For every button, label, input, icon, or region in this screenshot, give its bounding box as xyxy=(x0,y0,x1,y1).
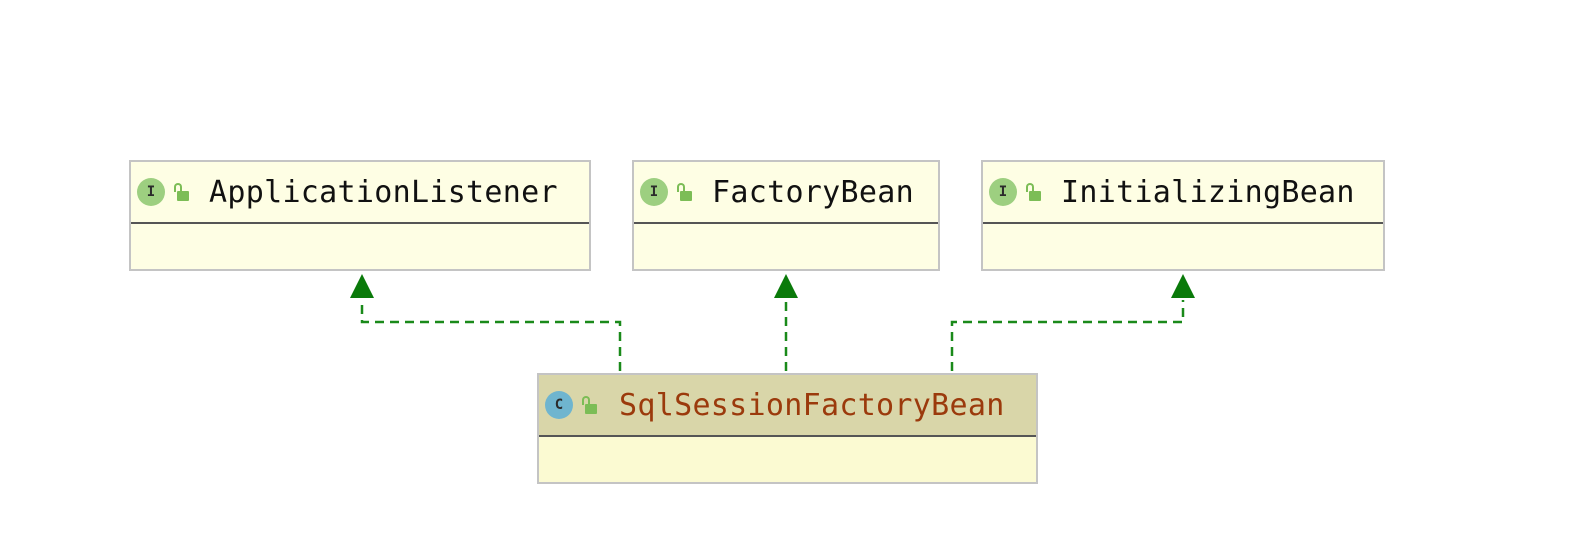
arrowhead-application-listener xyxy=(350,274,374,298)
node-application-listener[interactable]: I ApplicationListener xyxy=(129,160,591,271)
node-header: I InitializingBean xyxy=(983,162,1383,224)
node-header: I ApplicationListener xyxy=(131,162,589,224)
public-lock-icon xyxy=(676,181,692,203)
node-title: SqlSessionFactoryBean xyxy=(619,387,1005,423)
interface-icon: I xyxy=(989,178,1017,206)
node-title: ApplicationListener xyxy=(209,174,558,210)
node-body xyxy=(634,224,938,268)
interface-icon: I xyxy=(640,178,668,206)
arrowhead-initializing-bean xyxy=(1171,274,1195,298)
node-body xyxy=(983,224,1383,268)
node-body xyxy=(131,224,589,268)
node-header: I FactoryBean xyxy=(634,162,938,224)
node-title: FactoryBean xyxy=(712,174,914,210)
edge-initializing-bean xyxy=(950,300,1185,371)
node-sql-session-factory-bean[interactable]: C SqlSessionFactoryBean xyxy=(537,373,1038,484)
public-lock-icon xyxy=(173,181,189,203)
interface-icon: I xyxy=(137,178,165,206)
class-icon: C xyxy=(545,391,573,419)
arrowhead-factory-bean xyxy=(774,274,798,298)
node-title: InitializingBean xyxy=(1061,174,1355,210)
node-initializing-bean[interactable]: I InitializingBean xyxy=(981,160,1385,271)
node-header: C SqlSessionFactoryBean xyxy=(539,375,1036,437)
public-lock-icon xyxy=(581,394,597,416)
node-factory-bean[interactable]: I FactoryBean xyxy=(632,160,940,271)
node-body xyxy=(539,437,1036,481)
edge-application-listener xyxy=(360,300,622,371)
public-lock-icon xyxy=(1025,181,1041,203)
